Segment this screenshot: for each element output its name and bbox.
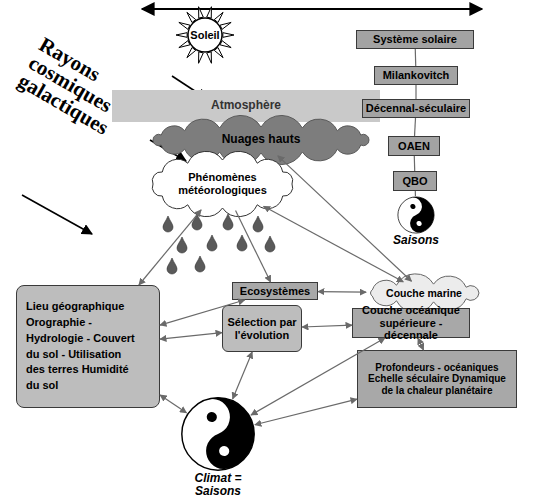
sun-ray bbox=[207, 52, 212, 63]
connector bbox=[318, 291, 366, 293]
yin-yang-symbol bbox=[182, 388, 265, 475]
rain-drop bbox=[192, 214, 202, 230]
connector bbox=[251, 338, 385, 415]
node-text: Soleil bbox=[190, 29, 219, 42]
symbol-caption: Climat = Saisons bbox=[186, 472, 250, 498]
connector bbox=[278, 156, 412, 281]
node-text: Ecosystèmes bbox=[240, 285, 310, 298]
node-text: Sélection par l'évolution bbox=[224, 316, 300, 341]
sun-ray bbox=[199, 7, 204, 18]
sun-ray bbox=[176, 33, 187, 38]
node-text: Atmosphère bbox=[211, 99, 281, 113]
process-box: Système solaire bbox=[356, 30, 474, 49]
connector bbox=[415, 49, 417, 66]
node-text: Couche océanique supérieure - décennale bbox=[355, 304, 467, 342]
node-text: Lieu géographique Orographie - Hydrologi… bbox=[26, 299, 138, 395]
sun-rays bbox=[176, 7, 234, 64]
yin-yang-dot bbox=[410, 203, 416, 209]
yin-yang-symbol: Saisons bbox=[397, 196, 435, 234]
sun-ray bbox=[220, 22, 231, 29]
rounded-box: Sélection par l'évolution bbox=[222, 305, 302, 352]
cloud-shape: Couche marine bbox=[366, 281, 482, 305]
connector bbox=[160, 300, 245, 325]
connector bbox=[255, 399, 357, 425]
rain-drop bbox=[223, 214, 233, 230]
rain-drop bbox=[207, 235, 217, 251]
rain-drop bbox=[265, 236, 275, 252]
connector bbox=[302, 325, 352, 327]
connector bbox=[236, 211, 271, 282]
sun-ray bbox=[199, 52, 204, 63]
rain-drop bbox=[177, 237, 187, 253]
cloud-shape: Nuages hauts bbox=[150, 124, 372, 156]
ray-arrow bbox=[22, 195, 92, 234]
connector bbox=[139, 210, 201, 285]
rain-drop bbox=[167, 258, 177, 274]
connector bbox=[160, 333, 222, 339]
connector bbox=[264, 206, 404, 282]
node-text: QBO bbox=[402, 175, 427, 188]
node-text: OAEN bbox=[398, 140, 430, 153]
cloud-shape: Phénomènes météorologiques bbox=[150, 157, 295, 211]
sun-ray bbox=[179, 22, 190, 29]
connector bbox=[418, 338, 424, 350]
cloud-outline bbox=[153, 115, 369, 164]
yin-yang-symbol bbox=[398, 192, 439, 235]
node-text: Phénomènes météorologiques bbox=[173, 171, 273, 196]
node-text: Milankovitch bbox=[383, 69, 450, 82]
rain-drop bbox=[195, 256, 205, 272]
yin-yang-dot bbox=[218, 445, 231, 458]
sun-disc bbox=[188, 18, 222, 52]
double-arrow bbox=[142, 8, 482, 10]
rain-drop bbox=[253, 216, 263, 232]
free-label: Rayons cosmiques galactiques bbox=[15, 34, 159, 154]
sun-ray bbox=[179, 41, 190, 48]
connector bbox=[415, 85, 416, 99]
process-box: Couche océanique supérieure - décennale bbox=[352, 308, 470, 338]
symbol-caption: Saisons bbox=[393, 234, 439, 247]
rain-drop bbox=[237, 235, 247, 251]
rain-drop bbox=[163, 216, 173, 232]
connector bbox=[415, 191, 416, 196]
sun-symbol: Soleil bbox=[183, 13, 227, 57]
node-text: Décennal-séculaire bbox=[366, 102, 466, 115]
yinyang-outline bbox=[397, 196, 435, 234]
connector bbox=[233, 352, 253, 399]
yin-yang-half bbox=[401, 192, 439, 235]
node-text: Couche marine bbox=[386, 287, 462, 299]
yin-yang-dot bbox=[205, 411, 218, 424]
yin-yang-half bbox=[189, 388, 265, 475]
node-text: Nuages hauts bbox=[222, 133, 301, 147]
connector bbox=[414, 156, 416, 171]
connector bbox=[160, 395, 186, 413]
rounded-box: Lieu géographique Orographie - Hydrologi… bbox=[16, 285, 160, 408]
cloud-outline bbox=[152, 151, 292, 216]
yinyang-outline bbox=[180, 396, 256, 472]
node-text: Système solaire bbox=[373, 33, 457, 46]
process-box: Décennal-séculaire bbox=[362, 99, 470, 118]
node-text: Profondeurs - océaniques Echelle séculai… bbox=[361, 362, 513, 397]
process-box: OAEN bbox=[388, 136, 440, 156]
sun-ray bbox=[223, 33, 234, 38]
yin-yang-dot bbox=[416, 220, 422, 226]
process-box: Milankovitch bbox=[374, 66, 458, 85]
connector bbox=[414, 118, 416, 136]
process-box: Ecosystèmes bbox=[232, 282, 318, 300]
sun-ray bbox=[207, 7, 212, 18]
yin-yang-symbol: Climat = Saisons bbox=[180, 396, 256, 472]
sun-ray bbox=[220, 41, 231, 48]
process-box: QBO bbox=[393, 171, 437, 191]
process-box: Profondeurs - océaniques Echelle séculai… bbox=[357, 350, 517, 408]
